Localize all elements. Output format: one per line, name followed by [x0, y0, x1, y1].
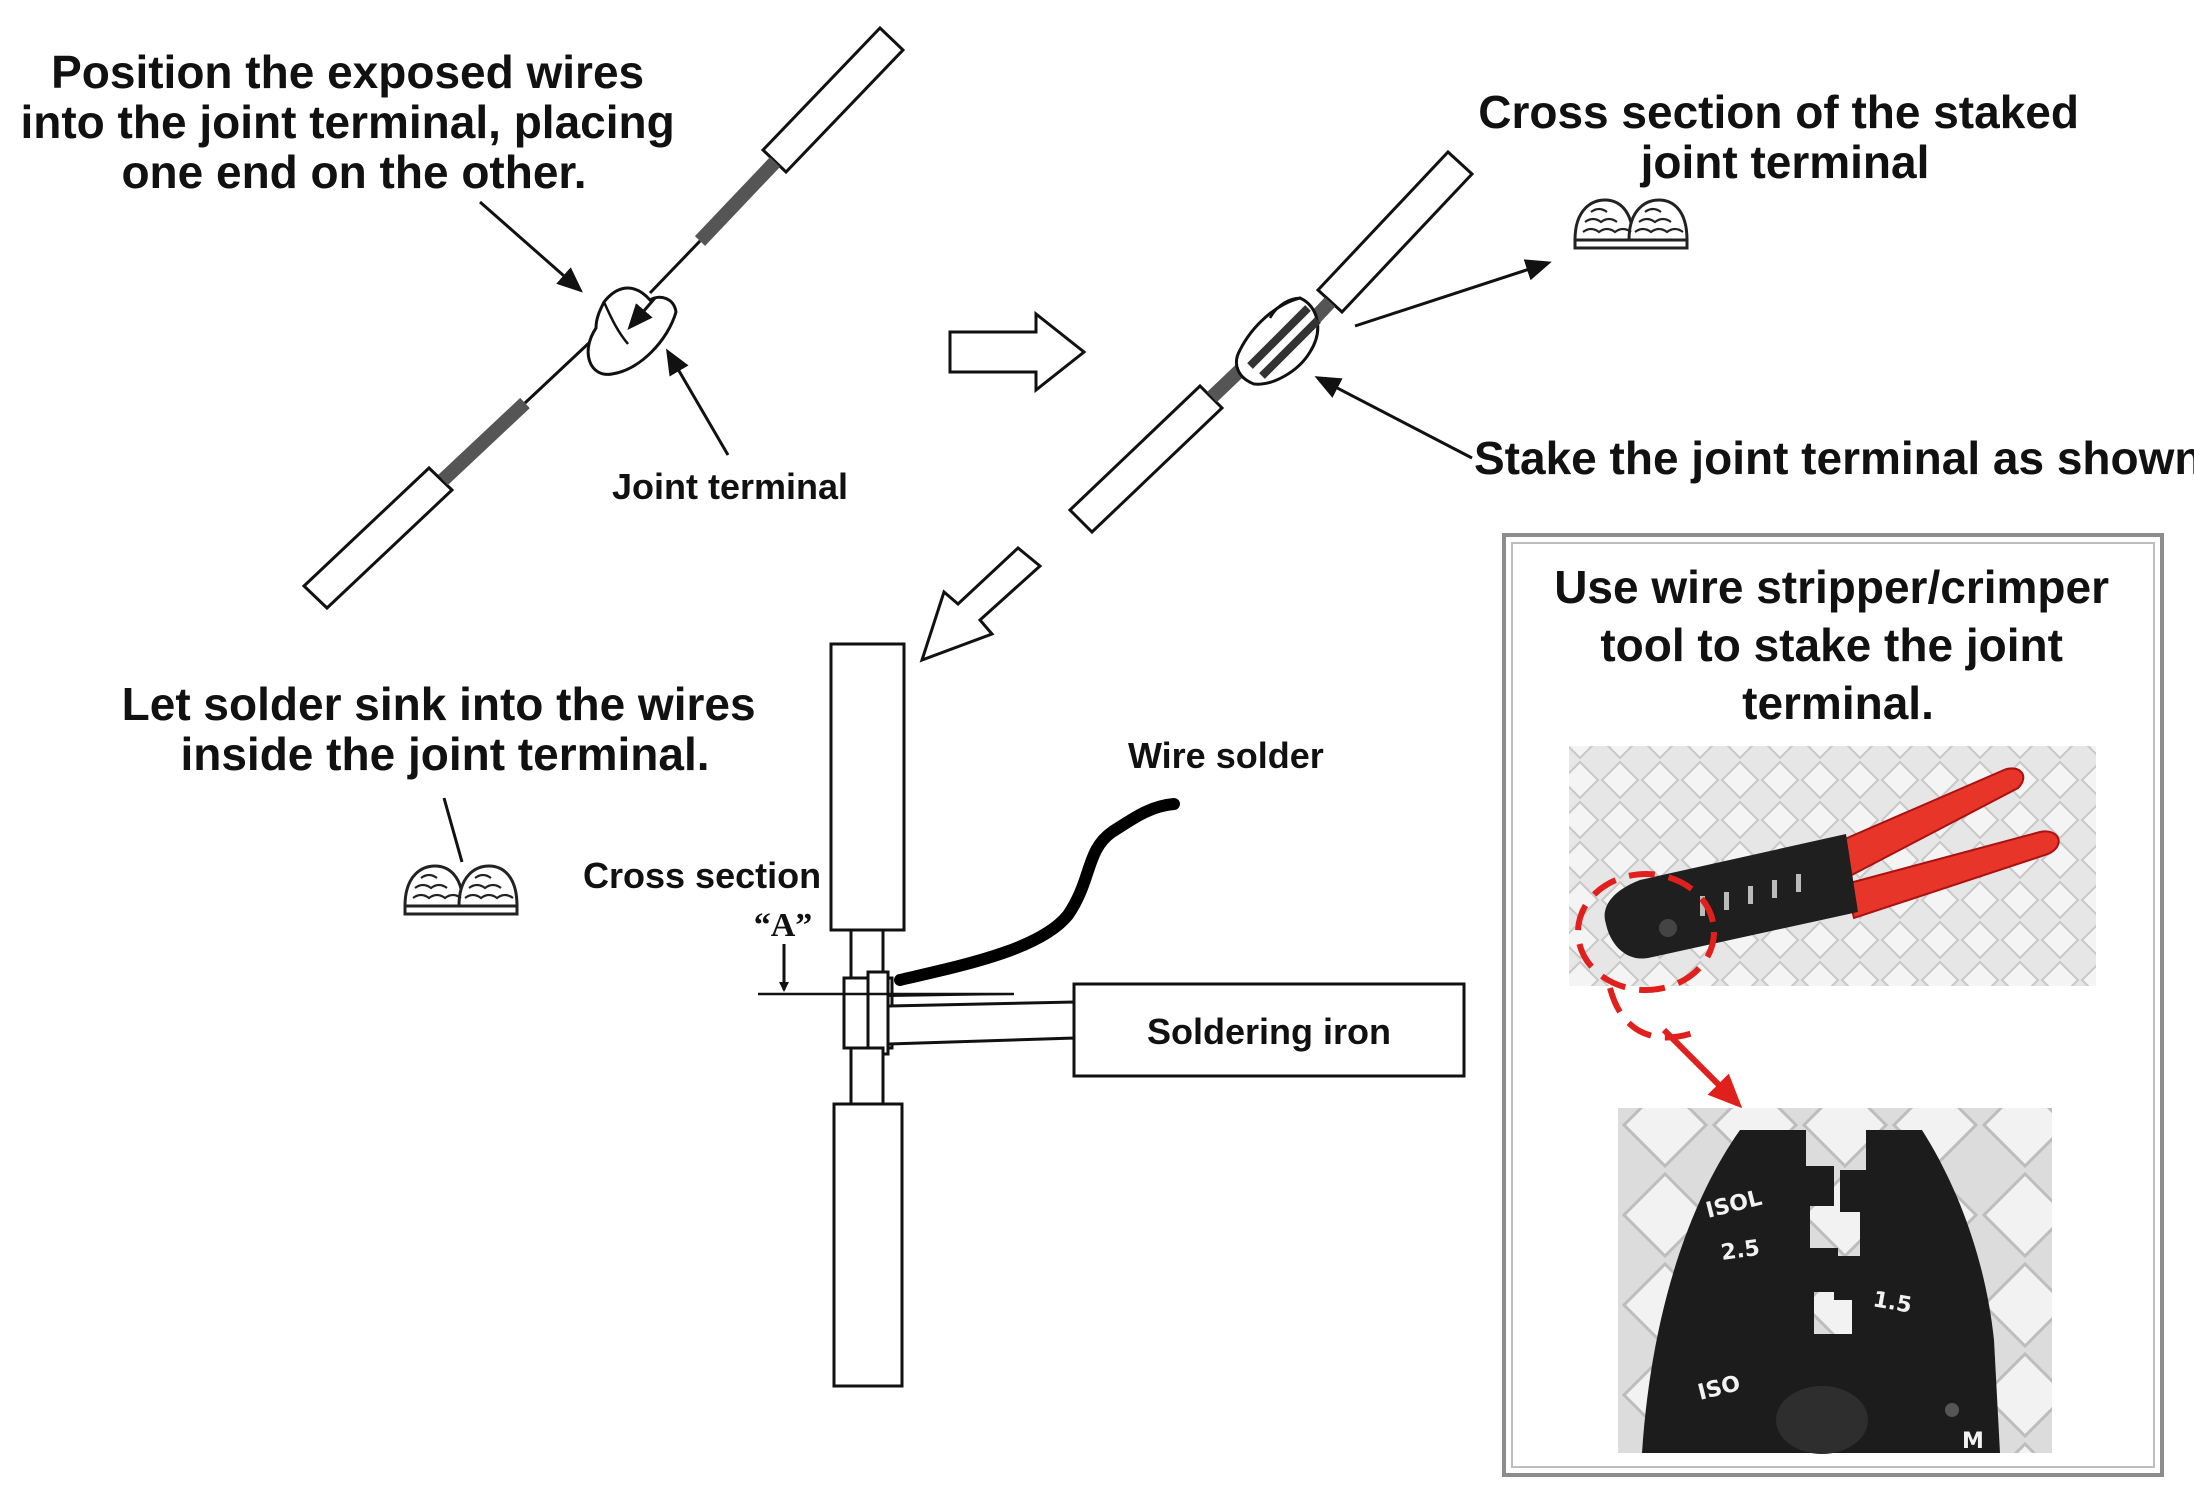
- staked-upper-wire-insulation: [1318, 152, 1472, 312]
- staked-cross-section-icon: [1575, 200, 1687, 248]
- soldering-iron: Soldering iron: [888, 984, 1464, 1076]
- cross-section-label: Cross section: [583, 855, 821, 896]
- lower-vertical-wire: [834, 1104, 902, 1386]
- joint-terminal-label: Joint terminal: [612, 466, 848, 507]
- lower-conductor: [851, 1048, 883, 1104]
- wire-solder-label: Wire solder: [1128, 735, 1324, 776]
- step2-wire-assembly: [1070, 152, 1472, 532]
- stake-caption: Stake the joint terminal as shown.: [1474, 432, 2194, 484]
- upper-wire-insulation: [763, 28, 903, 172]
- crimper-jaw-closeup-photo: ISOL 2.5 1.5 ISO M: [1618, 1108, 2052, 1454]
- upper-vertical-wire: [831, 644, 904, 930]
- stake-pointer-arrow: [1318, 378, 1472, 458]
- lower-wire-insulation: [304, 468, 452, 608]
- lower-wire-stripped: [443, 403, 525, 480]
- cross-section-pointer-arrow: [1355, 263, 1548, 326]
- staked-lower-wire-insulation: [1070, 386, 1222, 532]
- cross-section-staked-caption: Cross section of the staked joint termin…: [1478, 86, 2092, 188]
- flow-arrow-right: [950, 314, 1084, 390]
- wire-solder: [900, 804, 1174, 980]
- flow-arrow-down-left: [922, 548, 1040, 660]
- step1-caption: Position the exposed wires into the join…: [20, 46, 687, 198]
- tool-panel: Use wire stripper/crimper tool to stake …: [1504, 535, 2162, 1475]
- jaw-marking-m: M: [1962, 1429, 1984, 1454]
- step1-caption-arrow: [480, 202, 580, 290]
- staked-joint-terminal: [1236, 298, 1318, 384]
- section-marker-a: “A”: [754, 907, 813, 944]
- step3-caption-pointer: [444, 798, 462, 862]
- joint-terminal: [588, 288, 676, 374]
- joint-terminal-arrow: [668, 352, 728, 455]
- soldered-cross-section-icon: [405, 866, 517, 914]
- step3-caption: Let solder sink into the wires inside th…: [122, 678, 769, 780]
- upper-wire-stripped: [700, 162, 775, 241]
- soldering-iron-label: Soldering iron: [1147, 1011, 1391, 1052]
